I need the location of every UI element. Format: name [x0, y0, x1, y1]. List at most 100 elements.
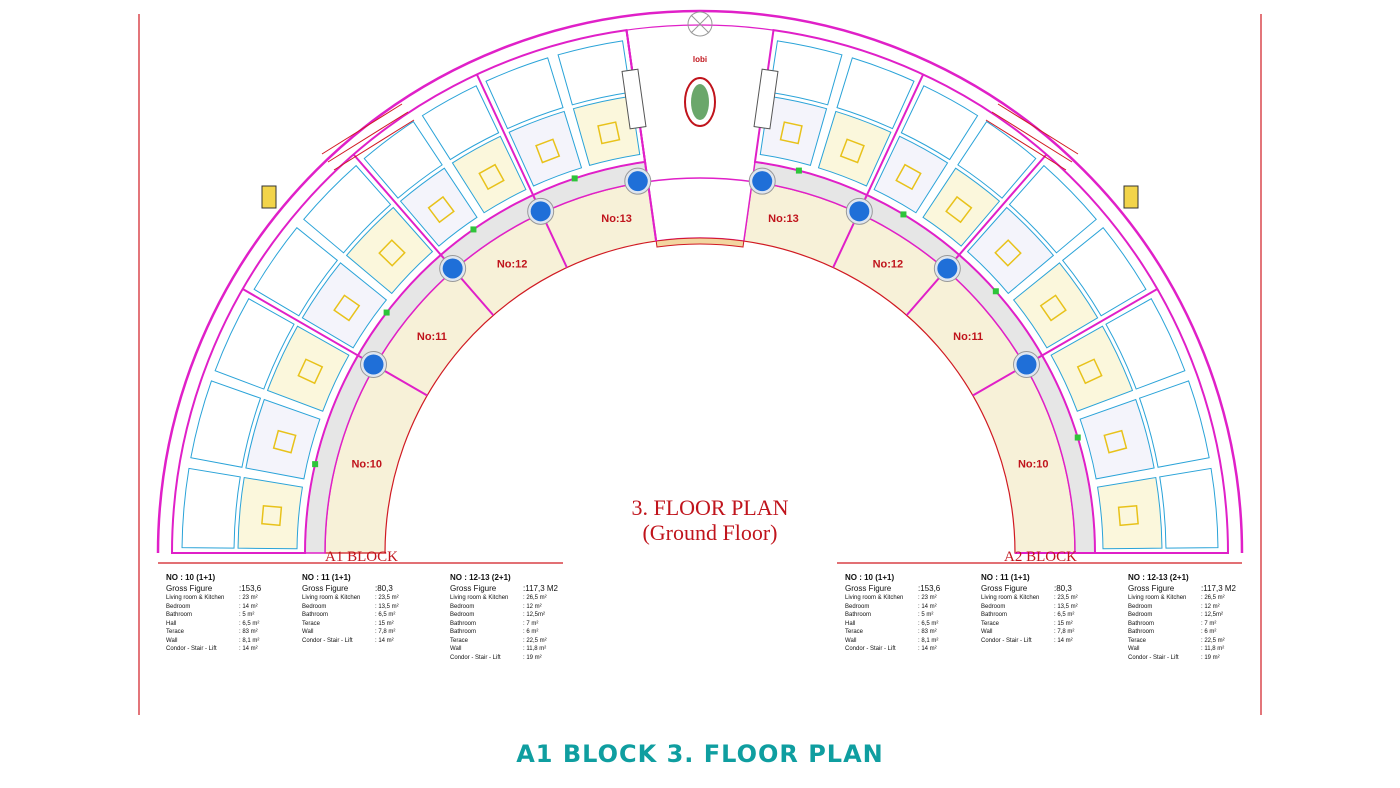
gross-row: Gross Figure:153,6 [166, 584, 262, 593]
spec-row: Bathroom: 6 m² [1128, 629, 1217, 635]
spec-row: Hall: 6,5 m² [166, 620, 260, 627]
lift-right [1123, 185, 1139, 209]
room [1061, 227, 1147, 317]
spec-row: Condor - Stair - Lift: 14 m² [981, 637, 1073, 644]
unit-label: No:13 [601, 213, 632, 225]
spec-row: Terace: 83 m² [166, 629, 258, 635]
spec-row: Bedroom: 14 m² [166, 603, 258, 610]
spec-row: Bedroom: 14 m² [845, 603, 937, 610]
furniture [427, 195, 455, 224]
door-marker [383, 309, 390, 316]
unit-header: NO : 10 (1+1) [166, 573, 216, 582]
unit-wall [972, 288, 1158, 397]
unit-11-specs: NO : 11 (1+1) Gross Figure:80,3 Living r… [981, 573, 1109, 645]
spec-row: Hall: 6,5 m² [845, 620, 939, 627]
spec-row: Wall: 11,8 m² [450, 646, 547, 652]
unit-header: NO : 12-13 (2+1) [450, 573, 511, 582]
unit-12-13-specs: NO : 12-13 (2+1) Gross Figure:117,3 M2 L… [1128, 573, 1256, 662]
spec-row: Bathroom: 7 m² [450, 620, 539, 627]
spec-row: Bedroom: 13,5 m² [302, 603, 399, 610]
spec-row: Living room & Kitchen: 23,5 m² [302, 595, 399, 601]
door-marker [992, 288, 999, 295]
room [301, 262, 388, 349]
gross-row: Gross Figure:80,3 [302, 584, 393, 593]
spec-row: Living room & Kitchen: 23 m² [845, 595, 937, 601]
spec-row: Bedroom: 13,5 m² [981, 603, 1078, 610]
lobby-entrance-mark [687, 11, 713, 37]
spec-row: Living room & Kitchen: 26,5 m² [1128, 595, 1225, 601]
unit-wall [832, 74, 925, 268]
spec-row: Bathroom: 6,5 m² [981, 612, 1075, 618]
room [1050, 325, 1134, 412]
lobby-column-right [753, 68, 779, 130]
furniture [333, 294, 361, 322]
room [900, 85, 979, 161]
unit-label: No:10 [1018, 459, 1049, 471]
room [836, 57, 915, 130]
spec-row: Condor - Stair - Lift: 14 m² [845, 646, 937, 652]
lift-left [261, 185, 277, 209]
unit-label: No:10 [351, 459, 382, 471]
furniture [1076, 358, 1103, 385]
room [485, 57, 564, 130]
furniture [839, 138, 865, 164]
spec-row: Terace: 22,5 m² [1128, 637, 1225, 644]
room [1079, 398, 1155, 480]
room [1012, 262, 1099, 349]
door-marker [1074, 434, 1081, 441]
a1-block-name: A1 BLOCK [325, 549, 398, 565]
room [759, 95, 828, 167]
spec-row: Bathroom: 5 m² [166, 612, 255, 618]
unit-label: No:11 [417, 331, 447, 343]
spec-row: Bedroom: 12,5m² [1128, 612, 1224, 618]
spec-row: Living room & Kitchen: 23 m² [166, 595, 258, 601]
pool [937, 258, 958, 279]
spec-row: Wall: 7,8 m² [981, 629, 1075, 635]
room [181, 467, 241, 549]
spec-row: Living room & Kitchen: 23,5 m² [981, 595, 1078, 601]
gross-row: Gross Figure:117,3 M2 [1128, 584, 1236, 593]
spec-row: Bedroom: 12 m² [1128, 603, 1220, 610]
spec-row: Living room & Kitchen: 26,5 m² [450, 595, 547, 601]
unit-wall [475, 74, 568, 268]
stair-right [985, 103, 1079, 171]
unit-header: NO : 10 (1+1) [845, 573, 895, 582]
unit-header: NO : 11 (1+1) [302, 573, 351, 582]
room [245, 398, 321, 480]
furniture [535, 138, 561, 164]
lobby-band [646, 177, 754, 242]
room [421, 85, 500, 161]
spec-row: Condor - Stair - Lift: 14 m² [166, 646, 258, 652]
room [1008, 164, 1097, 254]
furniture [297, 358, 324, 385]
furniture [994, 239, 1022, 267]
unit-wall [352, 153, 495, 316]
furniture [779, 121, 803, 145]
room [214, 298, 295, 390]
door-marker [900, 211, 907, 218]
furniture [1117, 504, 1139, 527]
spec-row: Bedroom: 12 m² [450, 603, 542, 610]
pool [442, 258, 463, 279]
room [345, 206, 434, 295]
spec-row: Condor - Stair - Lift: 19 m² [450, 654, 542, 661]
gross-row: Gross Figure:153,6 [845, 584, 941, 593]
door-marker [795, 167, 802, 174]
room [873, 135, 949, 214]
furniture [1103, 429, 1128, 454]
plan-title: 3. FLOOR PLAN [631, 495, 788, 520]
spec-row: Bathroom: 7 m² [1128, 620, 1217, 627]
spec-row: Terace: 15 m² [302, 620, 394, 627]
plan-subtitle: (Ground Floor) [642, 520, 777, 545]
unit-10-specs: NO : 10 (1+1) Gross Figure:153,6 Living … [166, 573, 294, 654]
furniture [1039, 294, 1067, 322]
room [1105, 298, 1186, 390]
gross-row: Gross Figure:80,3 [981, 584, 1072, 593]
room [922, 167, 1001, 247]
room [1159, 467, 1219, 549]
pools [360, 167, 1040, 378]
stair-left [321, 103, 415, 171]
furniture [261, 504, 283, 527]
lobby: lobi [621, 11, 779, 130]
